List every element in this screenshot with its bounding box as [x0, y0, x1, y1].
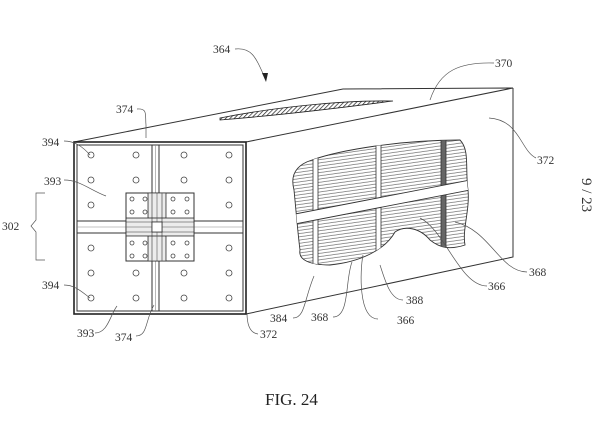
- label-374-top: 374: [116, 104, 134, 116]
- connector-hole: [170, 209, 176, 215]
- hole: [225, 294, 233, 302]
- label-302: 302: [2, 221, 20, 233]
- horizontal-band: [292, 179, 469, 226]
- page-indicator: 9 / 23: [578, 178, 594, 212]
- brace-302: [30, 192, 45, 261]
- connector-hole: [184, 253, 190, 259]
- connector-hole: [184, 240, 190, 246]
- label-368-right: 368: [529, 267, 547, 279]
- hole: [132, 176, 140, 184]
- label-393-bottom: 393: [77, 328, 95, 340]
- front-face-inner: [76, 144, 244, 312]
- box-body: [73, 87, 514, 315]
- connector-hole: [129, 240, 135, 246]
- hole: [180, 176, 188, 184]
- reference-labels: 364 370 372 374 394 393 302 394 393 374 …: [2, 44, 555, 344]
- label-394-top: 394: [42, 137, 60, 149]
- label-394-bottom: 394: [42, 280, 60, 292]
- label-388: 388: [406, 295, 424, 307]
- label-372-lower: 372: [260, 329, 278, 341]
- figure-caption: FIG. 24: [265, 390, 318, 409]
- hole: [180, 151, 188, 159]
- hole: [225, 176, 233, 184]
- center-connector: [125, 192, 195, 262]
- rib-3: [440, 140, 447, 265]
- hole: [87, 176, 95, 184]
- hole: [225, 201, 233, 209]
- connector-hole: [142, 209, 148, 215]
- connector-hole: [129, 196, 135, 202]
- label-372-upper: 372: [537, 155, 555, 167]
- leader-lines: [63, 62, 537, 337]
- hole: [132, 294, 140, 302]
- connector-hole: [184, 196, 190, 202]
- label-370: 370: [495, 58, 513, 70]
- label-366-left: 366: [397, 315, 415, 327]
- hole: [132, 151, 140, 159]
- connector-hole: [129, 209, 135, 215]
- leader-364: [234, 48, 266, 79]
- front-face: [73, 141, 247, 315]
- hole: [87, 201, 95, 209]
- label-366-right: 366: [488, 281, 506, 293]
- hole: [132, 269, 140, 277]
- label-384: 384: [270, 313, 288, 325]
- hole: [180, 269, 188, 277]
- hole: [87, 151, 95, 159]
- side-face: [245, 88, 514, 315]
- hole-array: [87, 151, 233, 302]
- connector-hole: [129, 253, 135, 259]
- hole: [87, 269, 95, 277]
- cutaway-region: [292, 139, 469, 266]
- hole: [225, 269, 233, 277]
- connector-hole: [142, 196, 148, 202]
- hole: [87, 294, 95, 302]
- top-slot: [219, 100, 394, 121]
- connector-hole: [184, 209, 190, 215]
- connector-hole: [142, 253, 148, 259]
- hole: [225, 151, 233, 159]
- hole: [180, 294, 188, 302]
- connector-hole: [142, 240, 148, 246]
- rib-2: [375, 140, 382, 265]
- label-368-left: 368: [311, 312, 329, 324]
- connector-hole: [170, 253, 176, 259]
- arrow-head-icon: [262, 73, 268, 82]
- connector-hole: [170, 240, 176, 246]
- label-393-top: 393: [44, 176, 62, 188]
- top-face: [73, 87, 514, 143]
- label-374-bottom: 374: [115, 332, 133, 344]
- label-364: 364: [213, 44, 231, 56]
- hole: [87, 244, 95, 252]
- connector-hole: [170, 196, 176, 202]
- hole: [225, 244, 233, 252]
